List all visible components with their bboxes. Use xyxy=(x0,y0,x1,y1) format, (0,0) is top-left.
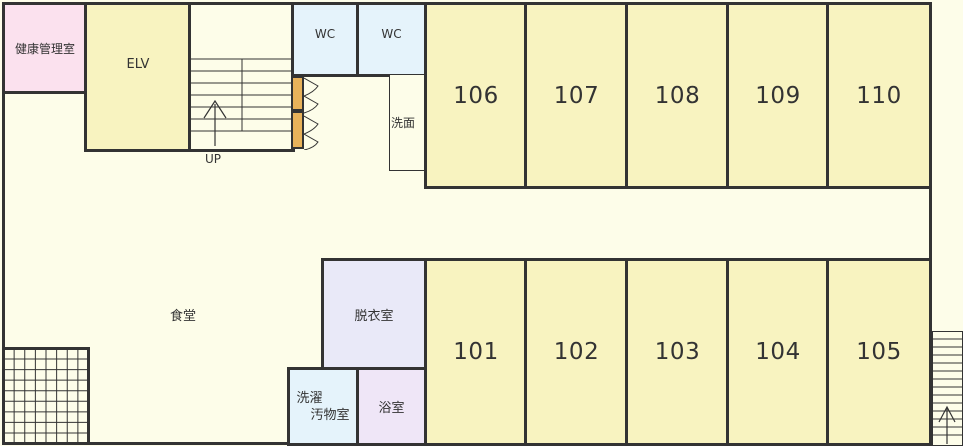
room-108: 108 xyxy=(625,2,730,189)
room-107-number: 107 xyxy=(553,82,600,109)
room-110-number: 110 xyxy=(856,82,902,109)
room-106-number: 106 xyxy=(453,82,499,109)
laundry-soiled-room: 洗濯 汚物室 xyxy=(287,367,359,446)
exterior-stair-arrow-icon xyxy=(938,405,956,444)
dressing-room: 脱衣室 xyxy=(321,258,427,370)
laundry-label-line1: 洗濯 xyxy=(296,390,323,406)
bath-room: 浴室 xyxy=(356,367,427,446)
wc-label-2: WC xyxy=(381,27,402,41)
door-frame-lower xyxy=(291,111,304,149)
door-swing-icon xyxy=(304,77,319,150)
wc-room-1: WC xyxy=(291,2,359,77)
health-management-room-label: 健康管理室 xyxy=(14,41,75,56)
room-109: 109 xyxy=(726,2,830,189)
room-101: 101 xyxy=(424,258,528,446)
wc-room-2: WC xyxy=(356,2,427,77)
staircase xyxy=(190,58,294,146)
room-106: 106 xyxy=(424,2,528,189)
laundry-label: 洗濯 汚物室 xyxy=(296,390,349,424)
room-102-number: 102 xyxy=(553,339,600,365)
room-104: 104 xyxy=(726,258,830,446)
health-management-room: 健康管理室 xyxy=(2,2,88,94)
room-105: 105 xyxy=(826,258,932,446)
room-102: 102 xyxy=(524,258,629,446)
bath-room-label: 浴室 xyxy=(378,401,405,416)
grid-floor-area xyxy=(2,347,90,445)
stairs-up-label: UP xyxy=(205,152,222,166)
dining-label: 食堂 xyxy=(170,309,197,324)
door-frame-upper xyxy=(291,76,304,111)
dressing-room-label: 脱衣室 xyxy=(354,308,394,324)
room-103: 103 xyxy=(625,258,730,446)
washroom xyxy=(389,75,426,171)
room-109-number: 109 xyxy=(755,82,801,109)
room-110: 110 xyxy=(826,2,932,189)
room-103-number: 103 xyxy=(654,339,701,365)
exterior-staircase xyxy=(932,331,963,446)
room-108-number: 108 xyxy=(654,82,701,109)
elevator-label: ELV xyxy=(126,57,150,72)
elevator: ELV xyxy=(84,2,192,152)
room-107: 107 xyxy=(524,2,629,189)
room-104-number: 104 xyxy=(755,339,801,365)
room-101-number: 101 xyxy=(453,339,499,365)
washroom-label: 洗面 xyxy=(391,116,416,130)
stair-arrow-icon xyxy=(203,99,227,146)
room-105-number: 105 xyxy=(856,339,902,365)
laundry-label-line2: 汚物室 xyxy=(310,407,350,423)
wc-label-1: WC xyxy=(314,27,336,41)
